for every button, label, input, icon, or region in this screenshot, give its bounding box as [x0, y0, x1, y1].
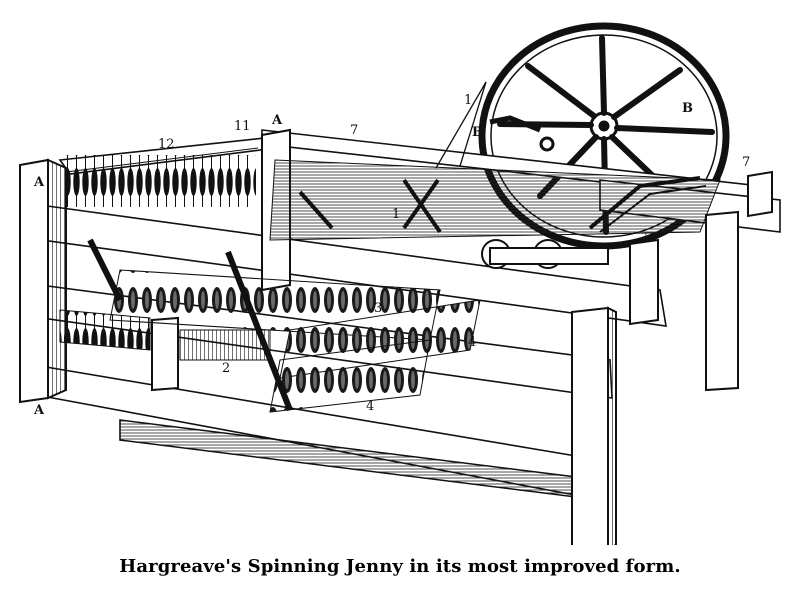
- spindle-row-top: [65, 147, 259, 207]
- label-5: 5: [644, 231, 652, 246]
- label-1-band: 1: [464, 93, 472, 108]
- drive-band: [435, 81, 487, 169]
- label-2: 2: [222, 361, 230, 376]
- spinning-jenny-engraving: A A A 12 11 7 1 B B 7 1 5 3 2 4 4: [19, 22, 781, 545]
- label-3: 3: [374, 301, 382, 316]
- caption: Hargreave's Spinning Jenny in its most i…: [119, 556, 681, 577]
- label-a-bottom: A: [33, 403, 45, 418]
- label-a-left: A: [33, 175, 45, 190]
- reference-labels: A A A 12 11 7 1 B B 7 1 5 3 2 4 4: [33, 93, 750, 418]
- label-1-mid: 1: [392, 207, 400, 222]
- carriage: [269, 159, 721, 269]
- label-a-top: A: [271, 113, 283, 128]
- label-12: 12: [158, 137, 175, 152]
- label-11: 11: [234, 119, 251, 134]
- label-7-right: 7: [742, 155, 750, 170]
- bobbin-creel: [59, 238, 481, 413]
- label-b-right: B: [682, 101, 693, 116]
- label-b-left: B: [472, 125, 483, 140]
- label-4-a: 4: [468, 335, 476, 350]
- label-4-b: 4: [366, 399, 374, 414]
- label-7-top: 7: [350, 123, 358, 138]
